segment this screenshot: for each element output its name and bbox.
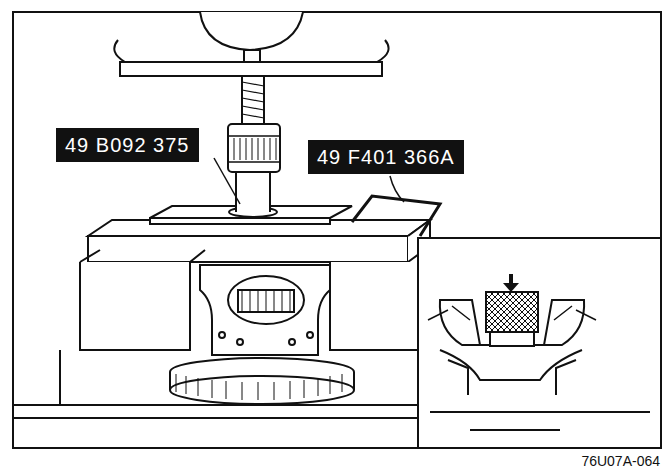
callout-box: 49 F401 366A xyxy=(308,140,464,174)
part-number: 49 F401 366A xyxy=(317,145,464,169)
part-number: 49 B092 375 xyxy=(65,133,199,157)
callout-box: 49 B092 375 xyxy=(56,128,199,162)
figure-number: 76U07A-064 xyxy=(581,453,660,469)
